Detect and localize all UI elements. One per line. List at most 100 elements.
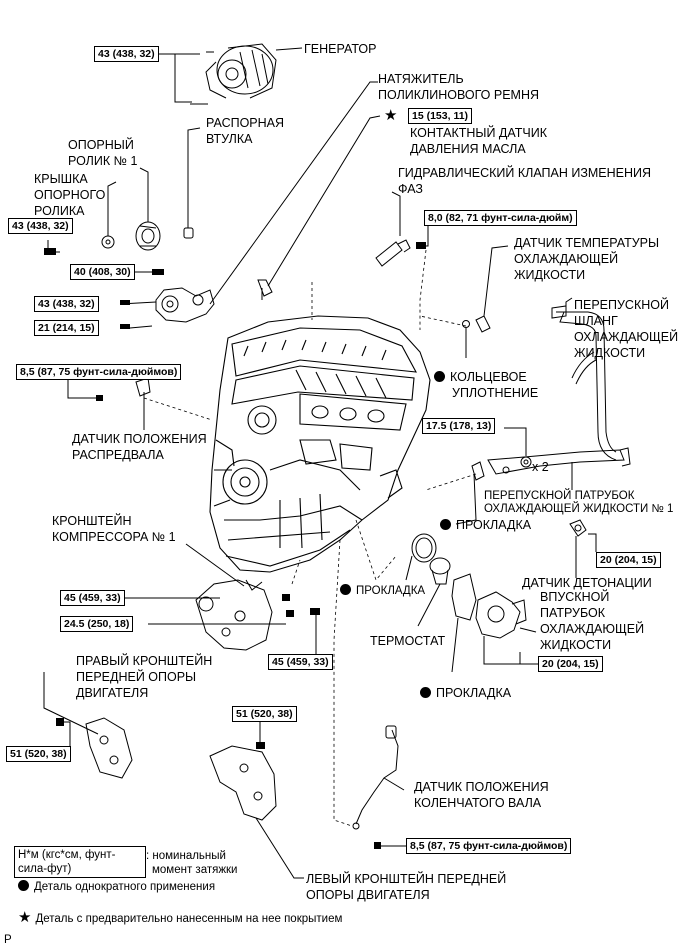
legend-unit-desc-2: момент затяжки — [152, 864, 238, 876]
cam-sensor-bolt — [96, 395, 103, 401]
bypass-pipe-torque-leader — [504, 427, 527, 456]
tensioner-bolts — [120, 269, 164, 329]
inlet-gasket-part — [451, 573, 477, 621]
oil-pressure-switch-part — [257, 279, 273, 300]
bypass-hose-label-1: ПЕРЕПУСКНОЙ — [574, 298, 669, 312]
left-mount-leader — [255, 817, 304, 879]
spacer-leader — [187, 127, 201, 228]
right-mount-label-3: ДВИГАТЕЛЯ — [76, 686, 149, 700]
crank-sensor-label-1: ДАТЧИК ПОЛОЖЕНИЯ — [414, 780, 549, 794]
legend-unit-box: Н*м (кгс*см, фунт- сила-фут) — [14, 846, 146, 878]
idler-cover-leader — [107, 181, 117, 236]
tensioner-part — [155, 287, 215, 323]
crank-bolt — [374, 842, 381, 849]
left-mount-label-1: ЛЕВЫЙ КРОНШТЕЙН ПЕРЕДНЕЙ — [306, 872, 507, 886]
idler-bolt — [44, 248, 56, 255]
legend-single-use-text: Деталь однократного применения — [34, 881, 216, 893]
inlet-gasket-text: ПРОКЛАДКА — [436, 686, 512, 700]
assembly-dashed-lines — [143, 249, 477, 827]
water-inlet-leader — [519, 627, 537, 633]
bypass-hose-part — [551, 305, 617, 461]
cam-sensor-torque: 8,5 (87, 75 фунт-сила-дюймов) — [16, 364, 182, 380]
engine-block — [209, 315, 431, 573]
generator-part — [190, 43, 277, 105]
bypass-pipe-torque: 17.5 (178, 13) — [422, 418, 496, 434]
left-mount-bolt — [256, 742, 265, 749]
bypass-pipe-label-1: ПЕРЕПУСКНОЙ ПАТРУБОК — [484, 490, 635, 502]
cam-sensor-label-2: РАСПРЕДВАЛА — [72, 448, 164, 462]
tensioner-torque-2: 43 (438, 32) — [34, 296, 99, 312]
left-mount-bracket-part — [209, 745, 277, 821]
tensioner-leader — [209, 81, 378, 305]
bypass-hose-leader — [565, 297, 573, 310]
right-mount-leader — [43, 672, 99, 735]
corner-letter: P — [4, 934, 12, 946]
spacer-part — [183, 227, 194, 239]
cam-sensor-label-1: ДАТЧИК ПОЛОЖЕНИЯ — [72, 432, 207, 446]
compressor-bolts — [282, 594, 320, 617]
compressor-bracket-label-2: КОМПРЕССОРА № 1 — [52, 530, 176, 544]
thermostat-gasket-part — [411, 533, 437, 563]
bypass-pipe-label-2: ОХЛАЖДАЮЩЕЙ ЖИДКОСТИ № 1 — [484, 503, 674, 515]
generator-leader — [275, 47, 303, 51]
idler-pulley-part — [135, 221, 161, 251]
legend-precoated: ★Деталь с предварительно нанесенным на н… — [18, 910, 342, 926]
idler-cover-label-2: ОПОРНОГО — [34, 188, 106, 202]
oring-label-text: КОЛЬЦЕВОЕ — [450, 370, 527, 384]
single-use-dot-icon — [420, 687, 431, 698]
spacer-label-1: РАСПОРНАЯ — [206, 116, 285, 130]
thermostat-label: ТЕРМОСТАТ — [370, 634, 446, 648]
knock-sensor-label: ДАТЧИК ДЕТОНАЦИИ — [522, 576, 652, 590]
single-use-dot-icon — [18, 880, 29, 891]
legend-unit-line-2: сила-фут) — [18, 863, 72, 875]
single-use-dot-icon — [434, 371, 445, 382]
ocv-bolt — [416, 242, 426, 249]
crank-sensor-torque: 8,5 (87, 75 фунт-сила-дюймов) — [406, 838, 572, 854]
compressor-bracket-part — [195, 579, 273, 651]
compressor-torque-1: 45 (459, 33) — [60, 590, 125, 606]
cam-sensor-leaders — [67, 380, 145, 430]
oil-pressure-leader — [267, 115, 381, 287]
right-mount-bracket-part — [85, 717, 133, 779]
oring-label-2: УПЛОТНЕНИЕ — [452, 386, 539, 400]
coolant-temp-leader — [483, 245, 509, 317]
right-mount-label-2: ПЕРЕДНЕЙ ОПОРЫ — [76, 670, 197, 684]
bypass-pipe-part — [487, 447, 631, 475]
bypass-hose-label-4: ЖИДКОСТИ — [574, 346, 646, 360]
coolant-temp-label-3: ЖИДКОСТИ — [514, 268, 586, 282]
thermostat-gasket-label: ПРОКЛАДКА — [340, 584, 425, 598]
legend-single-use: Деталь однократного применения — [18, 880, 215, 894]
inlet-label-1: ВПУСКНОЙ — [540, 590, 610, 604]
generator-label: ГЕНЕРАТОР — [304, 42, 377, 56]
oring-part — [462, 320, 470, 328]
oil-pressure-label-1: КОНТАКТНЫЙ ДАТЧИК — [410, 126, 547, 140]
oil-pressure-torque: 15 (153, 11) — [408, 108, 473, 124]
pipe-gasket-text: ПРОКЛАДКА — [456, 518, 532, 532]
x2-label: x 2 — [532, 460, 549, 474]
tensioner-label-2: ПОЛИКЛИНОВОГО РЕМНЯ — [378, 88, 540, 102]
compressor-bracket-label-1: КРОНШТЕЙН — [52, 514, 132, 528]
idler-leader — [139, 167, 149, 222]
inlet-torque: 20 (204, 15) — [538, 656, 603, 672]
left-mount-torque: 51 (520, 38) — [232, 706, 297, 722]
coolant-temp-label-1: ДАТЧИК ТЕМПЕРАТУРЫ — [514, 236, 660, 250]
inlet-gasket-label: ПРОКЛАДКА — [420, 686, 511, 701]
tensioner-torque-3: 21 (214, 15) — [34, 320, 99, 336]
idler-torque: 43 (438, 32) — [8, 218, 73, 234]
idler-cover-part — [101, 235, 115, 249]
pipe-gasket-part — [471, 461, 485, 481]
ocv-torque: 8,0 (82, 71 фунт-сила-дюйм) — [424, 210, 577, 226]
pipe-gasket-leader — [455, 473, 477, 525]
pipe-gasket-label: ПРОКЛАДКА — [440, 518, 531, 533]
legend-unit-desc-1: : номинальный — [146, 850, 226, 862]
ocv-label-1: ГИДРАВЛИЧЕСКИЙ КЛАПАН ИЗМЕНЕНИЯ — [398, 166, 652, 180]
knock-torque-leader — [588, 533, 597, 552]
idler-cover-label-3: РОЛИКА — [34, 204, 85, 218]
crank-sensor-label-2: КОЛЕНЧАТОГО ВАЛА — [414, 796, 542, 810]
legend-precoated-text: Деталь с предварительно нанесенным на не… — [35, 913, 343, 925]
coolant-temp-sensor-part — [475, 315, 491, 333]
thermostat-leader — [417, 583, 441, 627]
compressor-torque-2: 24.5 (250, 18) — [60, 616, 134, 632]
